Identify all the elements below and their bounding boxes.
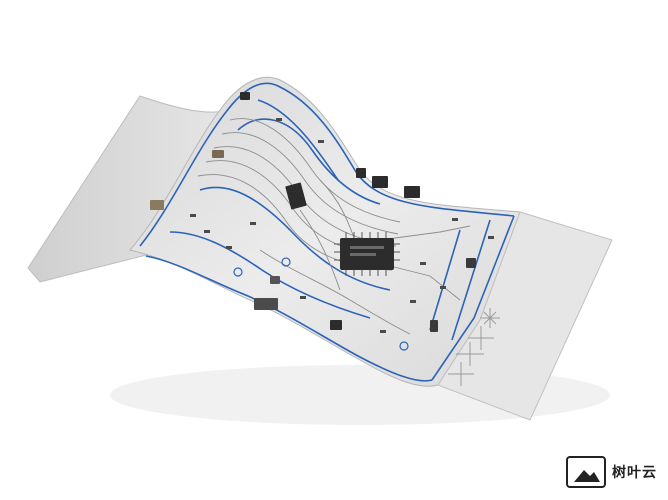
- film-right-flap: [437, 211, 613, 421]
- watermark-badge: [566, 456, 606, 488]
- main-processor-chip: [334, 232, 400, 276]
- passive-components: [190, 118, 494, 351]
- blue-border-traces: [139, 82, 515, 382]
- leaf-mountain-icon: [574, 470, 600, 482]
- alignment-marks: [448, 308, 500, 386]
- watermark: 树叶云: [566, 455, 657, 489]
- watermark-name: 树叶云: [612, 465, 657, 481]
- small-ic-components: [150, 92, 476, 332]
